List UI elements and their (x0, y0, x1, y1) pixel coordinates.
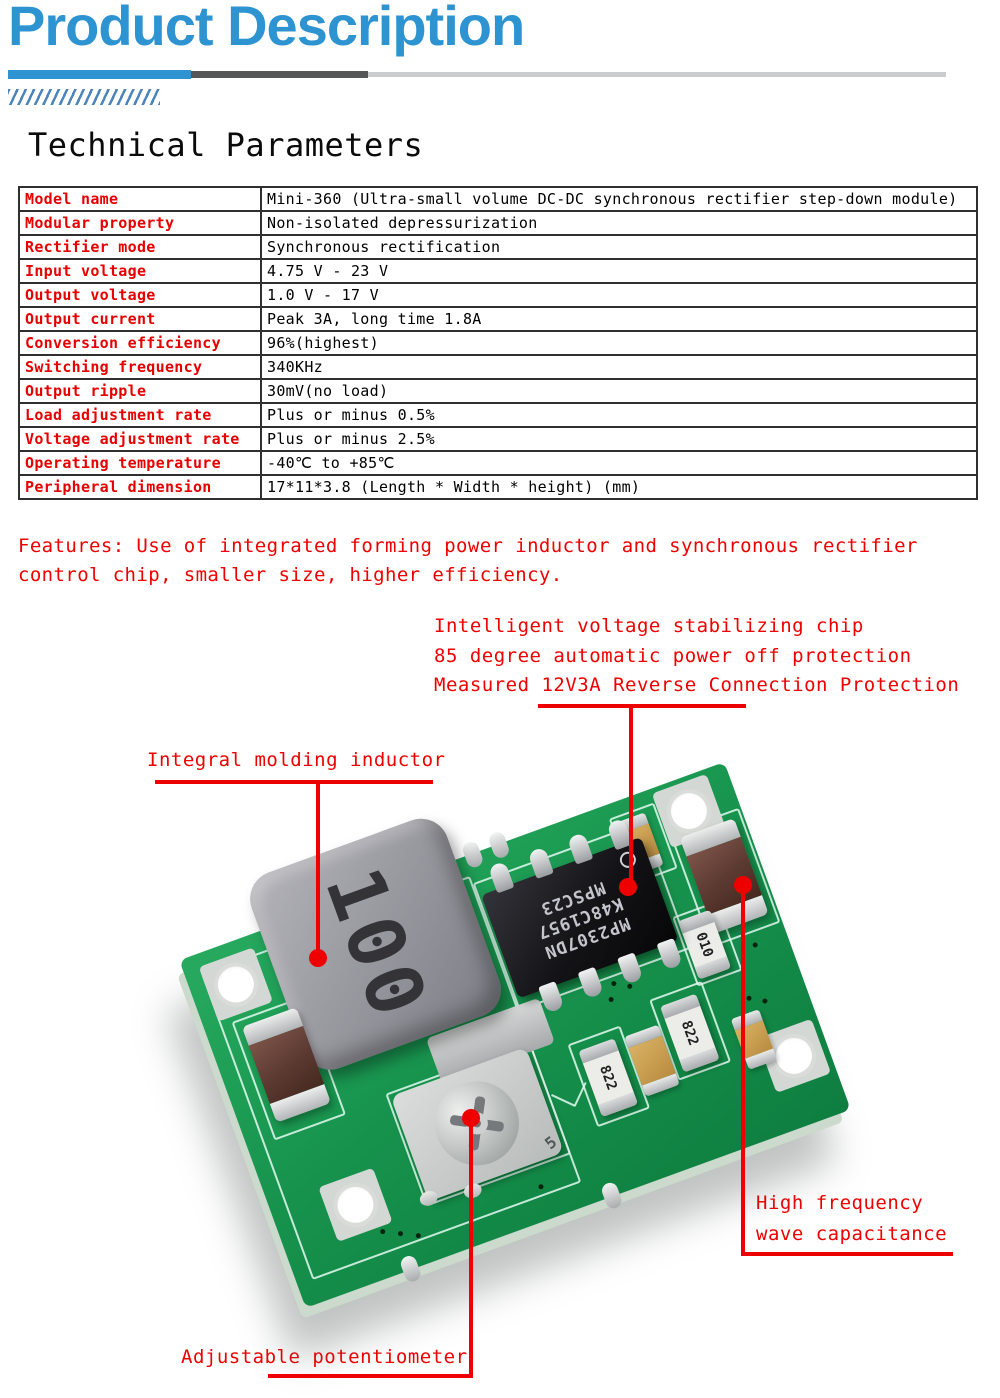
param-value: 340KHz (260, 354, 978, 380)
capacitor-annotation-line1: High frequency (756, 1192, 924, 1214)
capacitor-annotation-line (741, 884, 745, 1256)
chip-annotation-underline (538, 704, 746, 708)
page-title: Product Description (8, 0, 525, 57)
inductor-annotation-dot (309, 949, 327, 967)
chip-annotation-line: Intelligent voltage stabilizing chip (434, 615, 864, 637)
potentiometer-annotation-label: Adjustable potentiometer (181, 1346, 468, 1368)
param-label: Voltage adjustment rate (18, 426, 262, 452)
hatch-decoration (8, 89, 160, 105)
ceramic-capacitor (730, 1009, 778, 1071)
chip-annotation-line: 85 degree automatic power off protection (434, 644, 912, 667)
inductor-annotation-line (316, 780, 320, 960)
param-label: Load adjustment rate (18, 402, 262, 428)
param-label: Switching frequency (18, 354, 262, 380)
regulator-chip: MP2307DN K48C1957 MPSC23 (481, 817, 683, 1014)
edge-pin (460, 839, 485, 870)
param-label: Output current (18, 306, 262, 332)
capacitor-annotation-dot (734, 876, 752, 894)
capacitor-annotation-line2: wave capacitance (756, 1223, 948, 1245)
param-value: 96%(highest) (260, 330, 978, 356)
silkscreen-zigzag (551, 1094, 576, 1107)
table-row: Operating temperature-40℃ to +85℃ (18, 450, 978, 476)
param-value: Plus or minus 2.5% (260, 426, 978, 452)
param-value: 4.75 V - 23 V (260, 258, 978, 284)
potentiometer-annotation-line (469, 1118, 473, 1378)
edge-pin (599, 1180, 624, 1211)
param-value: 1.0 V - 17 V (260, 282, 978, 308)
product-photo: 100 MP2307DN K48C1957 MPSC23 (130, 755, 890, 1355)
param-value: Plus or minus 0.5% (260, 402, 978, 428)
features-text: Features: Use of integrated forming powe… (18, 535, 918, 586)
divider-blue-segment (8, 70, 191, 79)
param-label: Operating temperature (18, 450, 262, 476)
capacitor-annotation-underline (741, 1252, 953, 1256)
param-label: Modular property (18, 210, 262, 236)
pcb-board: 100 MP2307DN K48C1957 MPSC23 (179, 761, 851, 1309)
param-value: 17*11*3.8 (Length * Width * height) (mm) (260, 474, 978, 500)
param-value: 30mV(no load) (260, 378, 978, 404)
capacitor-annotation-label: High frequency wave capacitance (756, 1188, 947, 1250)
edge-pin (398, 1253, 423, 1284)
chip-annotation-dot (619, 878, 637, 896)
resistor-marking: 822 (596, 1063, 621, 1093)
param-label: Model name (18, 186, 262, 212)
potentiometer-annotation-dot (462, 1109, 480, 1127)
param-value: Mini-360 (Ultra-small volume DC-DC synch… (260, 186, 978, 212)
chip-annotation-line: Measured 12V3A Reverse Connection Protec… (434, 674, 960, 696)
section-heading: Technical Parameters (28, 126, 424, 164)
param-value: Synchronous rectification (260, 234, 978, 260)
edge-pin (487, 830, 512, 860)
param-label: Output voltage (18, 282, 262, 308)
param-label: Output ripple (18, 378, 262, 404)
chip-annotation-text: Intelligent voltage stabilizing chip 85 … (434, 612, 959, 701)
param-value: -40℃ to +85℃ (260, 450, 978, 476)
potentiometer-annotation-underline (268, 1374, 473, 1378)
param-value: Peak 3A, long time 1.8A (260, 306, 978, 332)
inductor-annotation-underline (155, 780, 433, 784)
param-label: Input voltage (18, 258, 262, 284)
chip-annotation-line (629, 704, 633, 888)
divider-dark-segment (191, 71, 368, 78)
divider-light-segment (368, 72, 946, 77)
resistor-marking: 822 (678, 1018, 702, 1048)
param-label: Peripheral dimension (18, 474, 262, 500)
param-label: Rectifier mode (18, 234, 262, 260)
resistor-marking: 010 (692, 930, 717, 960)
param-label: Conversion efficiency (18, 330, 262, 356)
chip-marking: MP2307DN K48C1957 MPSC23 (481, 837, 678, 999)
param-value: Non-isolated depressurization (260, 210, 978, 236)
inductor-annotation-label: Integral molding inductor (147, 749, 446, 771)
